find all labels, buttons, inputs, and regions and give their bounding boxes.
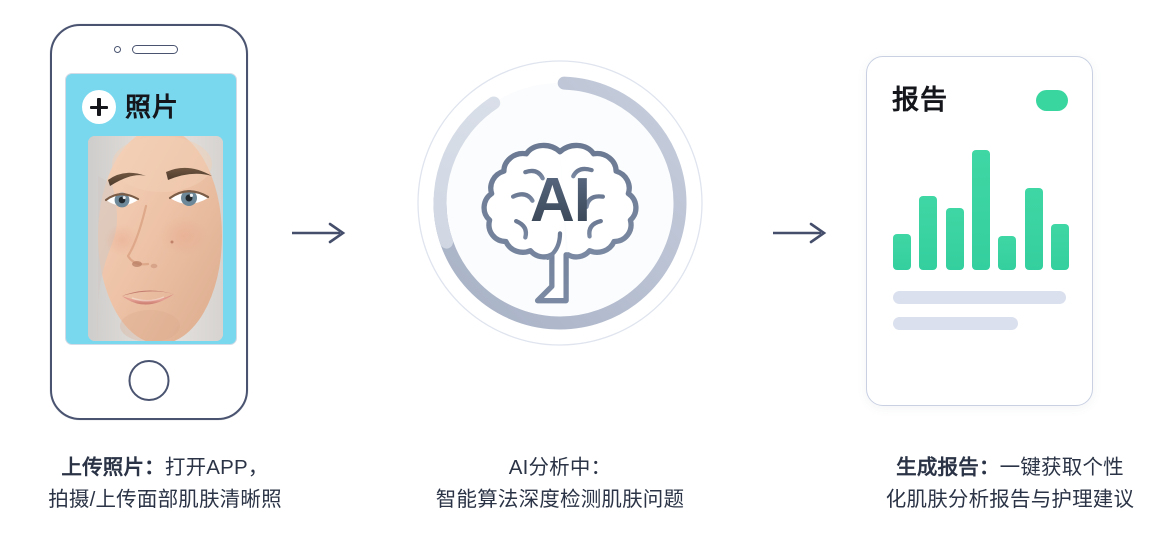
report-header: 报告: [892, 83, 1068, 117]
chart-bar: [971, 150, 990, 270]
chart-bar: [893, 234, 911, 270]
brain-label: AI: [530, 166, 590, 235]
face-closeup-photo: [88, 136, 223, 341]
report-bar-chart: [893, 150, 1069, 270]
front-camera-icon: [114, 46, 121, 53]
chart-bar: [998, 236, 1017, 270]
step1-caption-strong: 上传照片：: [61, 456, 165, 479]
report-card[interactable]: 报告: [866, 56, 1093, 406]
arrow-step2-to-step3: [772, 221, 830, 245]
step2-visual: AI: [345, 0, 775, 440]
step3-visual: 报告: [845, 0, 1175, 440]
step3-caption-line2: 化肌肤分析报告与护理建议: [885, 488, 1135, 511]
step1-visual: 照片: [0, 0, 330, 440]
step2-caption-line2: 智能算法深度检测肌肤问题: [435, 488, 685, 511]
step3-caption-strong: 生成报告：: [896, 456, 1000, 479]
home-button-icon[interactable]: [128, 360, 170, 401]
ai-progress-widget: AI: [414, 57, 706, 349]
report-title: 报告: [892, 84, 948, 115]
step3-caption: 生成报告：一键获取个性 化肌肤分析报告与护理建议: [845, 452, 1175, 516]
chart-bar: [919, 195, 938, 270]
step-generate-report: 报告 生成报告：一键获取个性 化肌肤分析报告与护理建议: [845, 0, 1175, 539]
step1-caption-line1: 打开APP，: [164, 456, 269, 479]
step-upload-photo: 照片: [0, 0, 330, 539]
step1-caption: 上传照片：打开APP， 拍摄/上传面部肌肤清晰照: [0, 452, 330, 516]
chart-bar: [945, 207, 964, 270]
add-photo-label: 照片: [125, 92, 180, 122]
phone-mockup: 照片: [50, 24, 248, 420]
chart-bar: [1050, 224, 1069, 270]
arrow-step1-to-step2: [291, 221, 349, 245]
brain-icon: [481, 142, 639, 304]
step2-caption-line1: AI分析中：: [508, 456, 612, 479]
step3-caption-line1: 一键获取个性: [999, 456, 1124, 479]
plus-icon: [82, 90, 116, 124]
step2-caption: AI分析中： 智能算法深度检测肌肤问题: [345, 452, 775, 516]
step1-caption-line2: 拍摄/上传面部肌肤清晰照: [48, 488, 282, 511]
placeholder-line: [893, 317, 1018, 330]
phone-screen[interactable]: 照片: [65, 73, 237, 345]
report-placeholder-lines: [893, 291, 1066, 343]
placeholder-line: [893, 291, 1066, 304]
step-ai-analyzing: AI AI分析中： 智能算法深度检测肌肤问题: [345, 0, 775, 539]
chart-bar: [1024, 188, 1043, 270]
status-pill-badge: [1036, 89, 1068, 111]
earpiece-speaker-icon: [132, 45, 178, 54]
add-photo-button[interactable]: 照片: [82, 90, 179, 124]
